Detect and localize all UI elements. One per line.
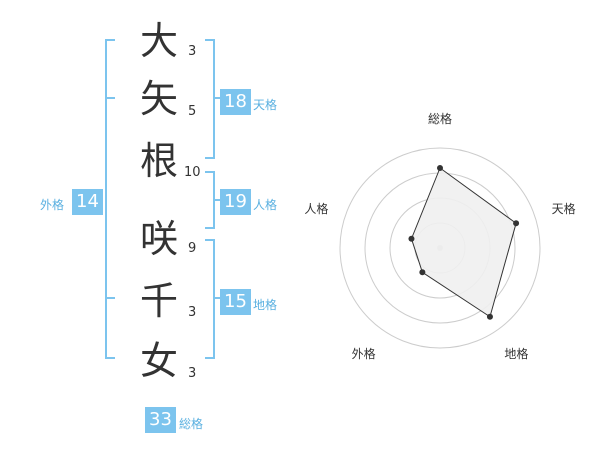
stroke-count-1: 3: [188, 44, 197, 59]
name-char-1: 大: [139, 19, 178, 63]
soukaku-badge: 33: [145, 407, 176, 433]
jinkaku-label: 人格: [253, 198, 278, 212]
name-char-3: 根: [139, 139, 178, 183]
stroke-count-4: 9: [188, 241, 197, 256]
radar-point-3: [486, 313, 493, 320]
name-char-4: 咲: [139, 217, 178, 261]
radar-point-4: [419, 269, 426, 276]
radar-axis-label-1: 総格: [428, 112, 453, 126]
tenkaku-badge: 18: [220, 89, 251, 115]
gaikaku-badge: 14: [72, 189, 103, 215]
radar-axis-label-4: 外格: [351, 347, 376, 362]
stroke-count-3: 10: [184, 165, 201, 180]
tenkaku-label: 天格: [253, 98, 278, 112]
soukaku-label: 総格: [179, 417, 204, 431]
radar-point-2: [513, 220, 520, 227]
radar-axis-label-5: 人格: [304, 201, 329, 216]
stroke-count-5: 3: [188, 305, 197, 320]
gaikaku-label: 外格: [40, 198, 65, 212]
radar-point-1: [437, 165, 443, 171]
chikaku-badge: 15: [220, 289, 251, 315]
jinkaku-badge: 19: [220, 189, 251, 215]
radar-axis-label-3: 地格: [504, 347, 529, 362]
stroke-count-2: 5: [188, 104, 197, 119]
name-char-2: 矢: [139, 77, 178, 121]
stroke-count-6: 3: [188, 366, 197, 381]
radar-ring: [339, 147, 541, 349]
radar-point-5: [408, 235, 415, 242]
name-char-5: 千: [139, 279, 178, 323]
radar-axis-label-2: 天格: [551, 201, 576, 216]
name-char-6: 女: [139, 339, 178, 383]
radar-polygon: [410, 167, 517, 318]
chikaku-label: 地格: [253, 298, 278, 312]
